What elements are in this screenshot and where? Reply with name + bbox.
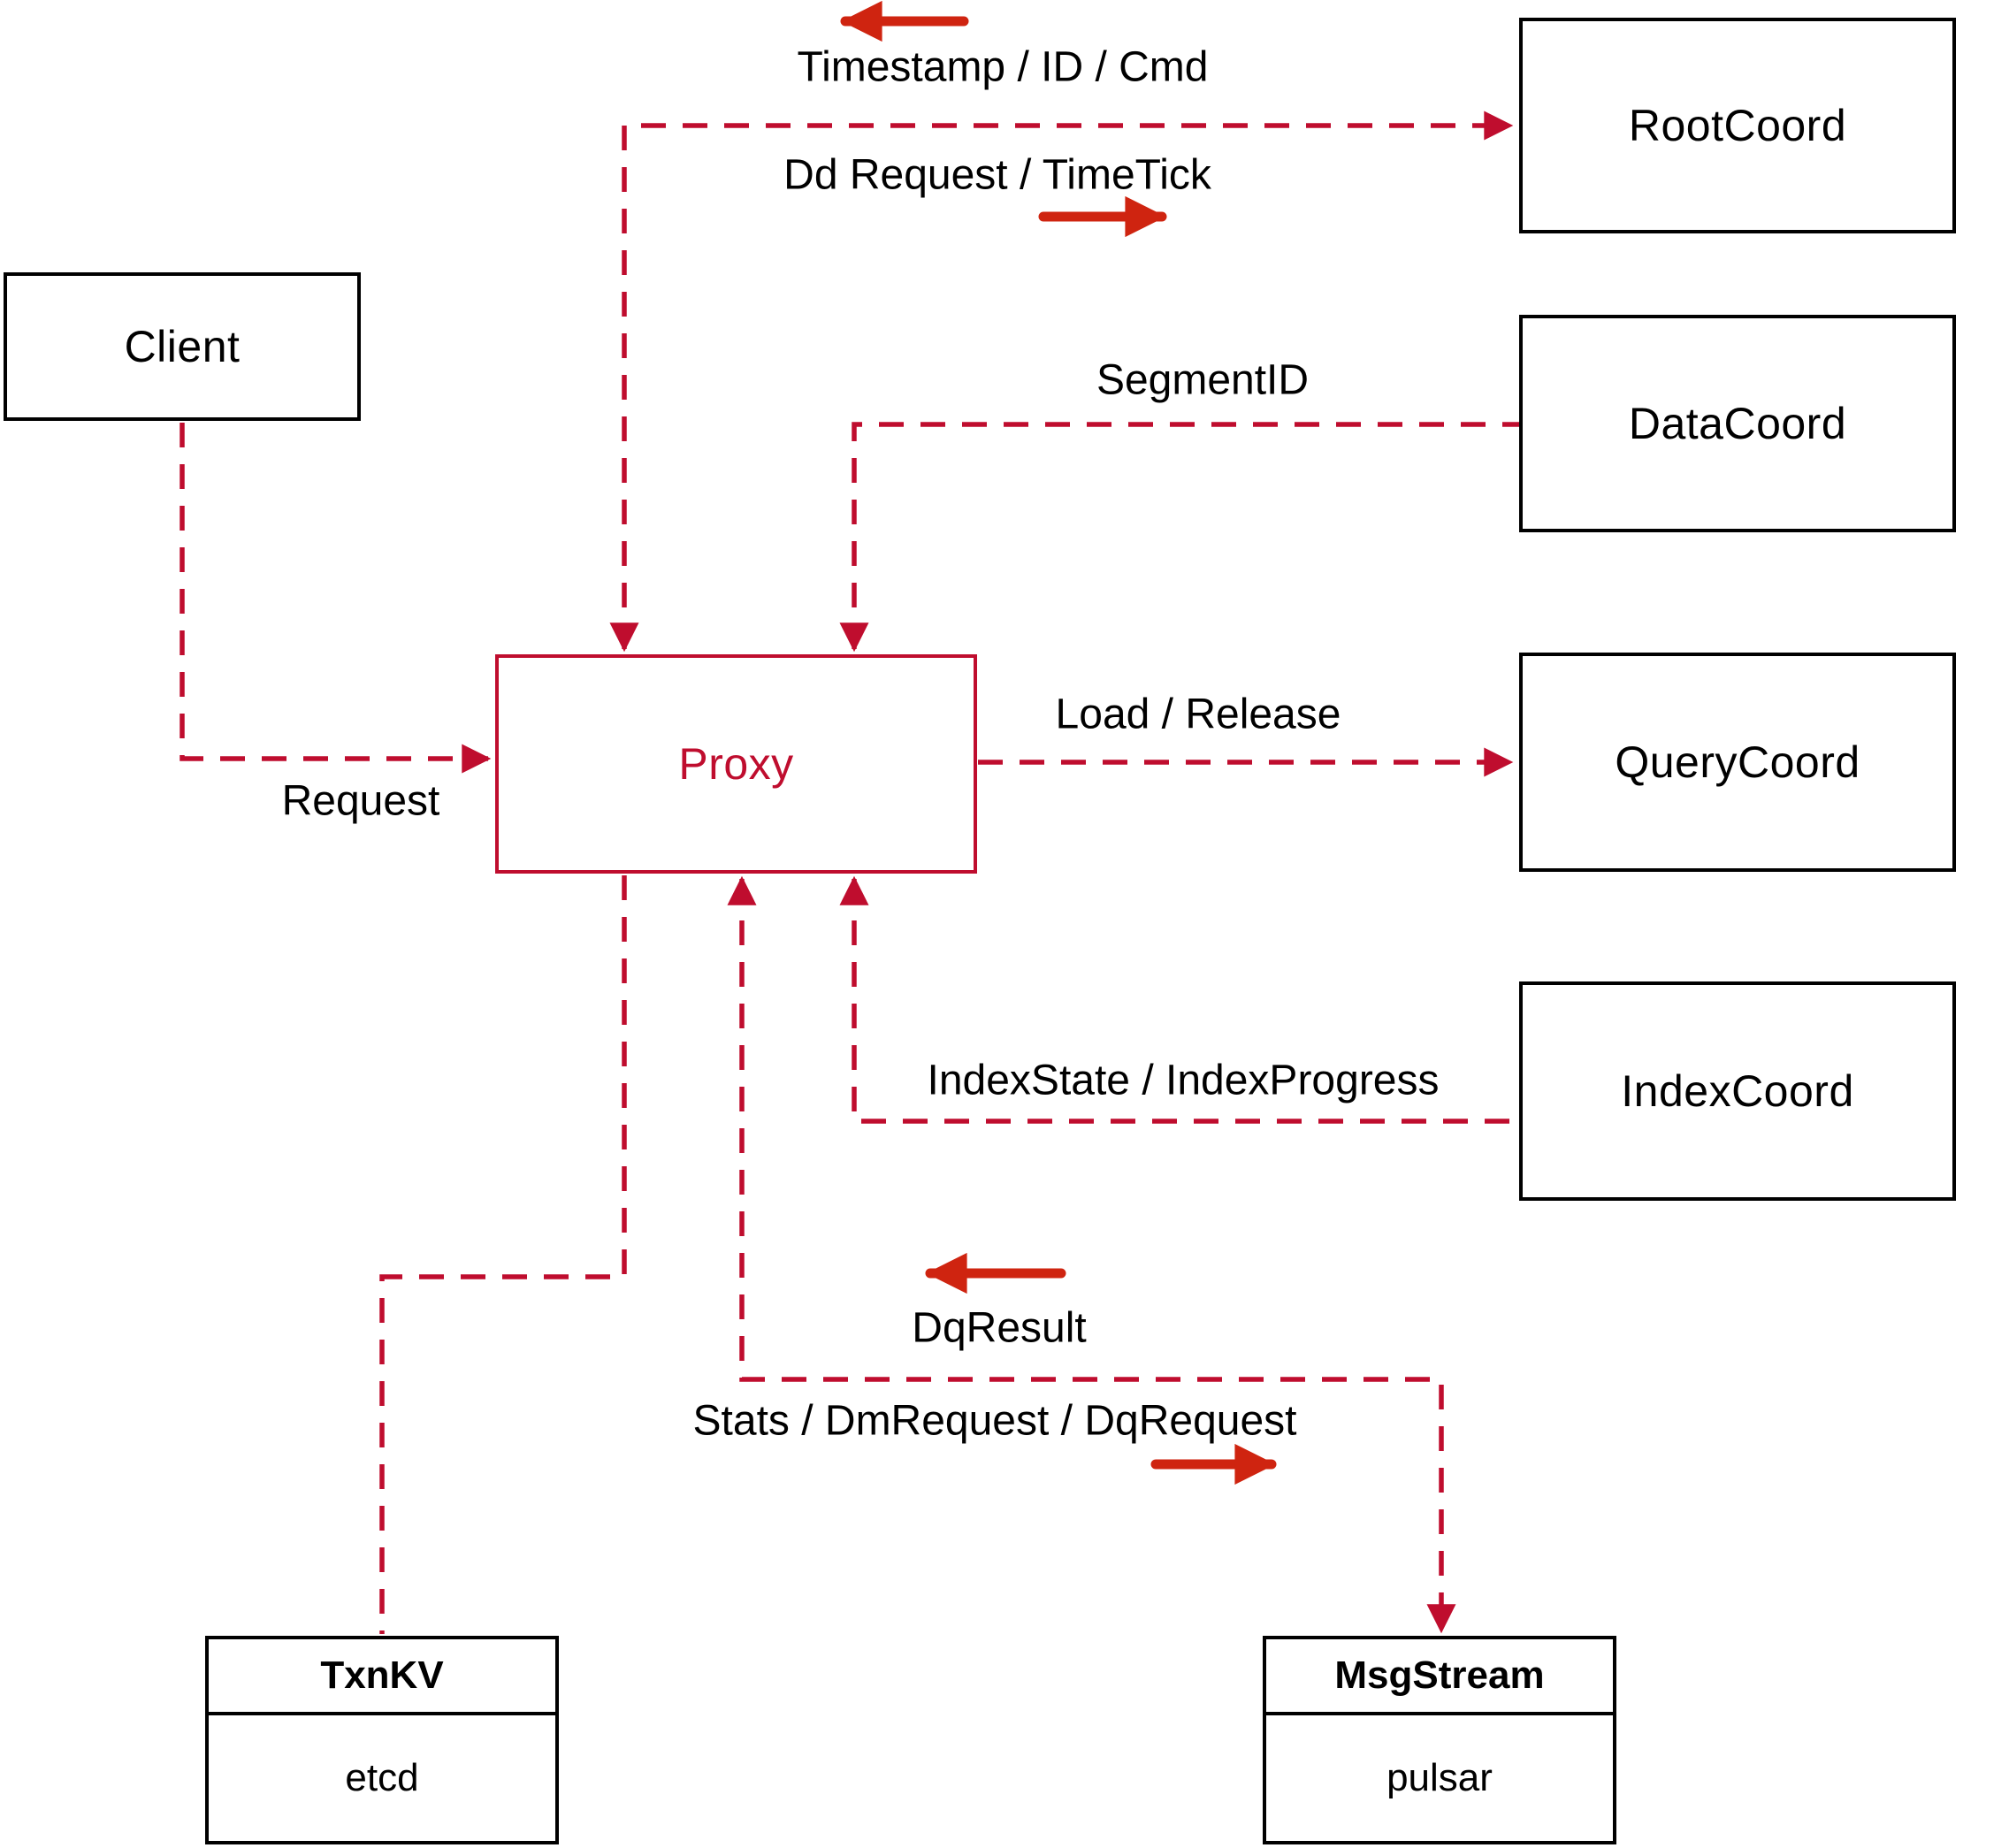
node-txnkv: TxnKV etcd [205, 1636, 559, 1844]
label-timestamp-id-cmd: Timestamp / ID / Cmd [797, 43, 1209, 91]
msgstream-subtitle: pulsar [1386, 1756, 1493, 1799]
label-stats-dmrequest-dqrequest: Stats / DmRequest / DqRequest [692, 1397, 1297, 1445]
label-segmentid: SegmentID [1096, 356, 1310, 404]
node-datacoord: DataCoord [1519, 315, 1956, 532]
node-indexcoord: IndexCoord [1519, 981, 1956, 1201]
msgstream-title: MsgStream [1266, 1639, 1613, 1715]
proxy-label: Proxy [678, 739, 794, 789]
txnkv-subtitle: etcd [345, 1756, 419, 1799]
indexcoord-label: IndexCoord [1621, 1066, 1854, 1116]
node-proxy: Proxy [495, 654, 977, 874]
txnkv-title: TxnKV [209, 1639, 555, 1715]
edge-proxy-rootcoord [609, 111, 1514, 653]
edge-proxy-txnkv [379, 875, 627, 1634]
querycoord-label: QueryCoord [1615, 737, 1860, 787]
label-dd-request-timetick: Dd Request / TimeTick [783, 151, 1211, 199]
label-dqresult: DqResult [912, 1304, 1087, 1352]
client-label: Client [124, 322, 241, 371]
node-querycoord: QueryCoord [1519, 653, 1956, 872]
label-indexstate-indexprogress: IndexState / IndexProgress [927, 1057, 1440, 1104]
edge-client-proxy [180, 423, 492, 774]
label-load-release: Load / Release [1055, 691, 1341, 738]
edge-proxy-msgstream [727, 875, 1456, 1634]
edge-datacoord-proxy [839, 422, 1519, 653]
node-rootcoord: RootCoord [1519, 18, 1956, 233]
rootcoord-label: RootCoord [1628, 101, 1847, 150]
label-request: Request [281, 777, 440, 825]
datacoord-label: DataCoord [1628, 399, 1847, 448]
node-msgstream: MsgStream pulsar [1263, 1636, 1616, 1844]
node-client: Client [4, 272, 361, 421]
